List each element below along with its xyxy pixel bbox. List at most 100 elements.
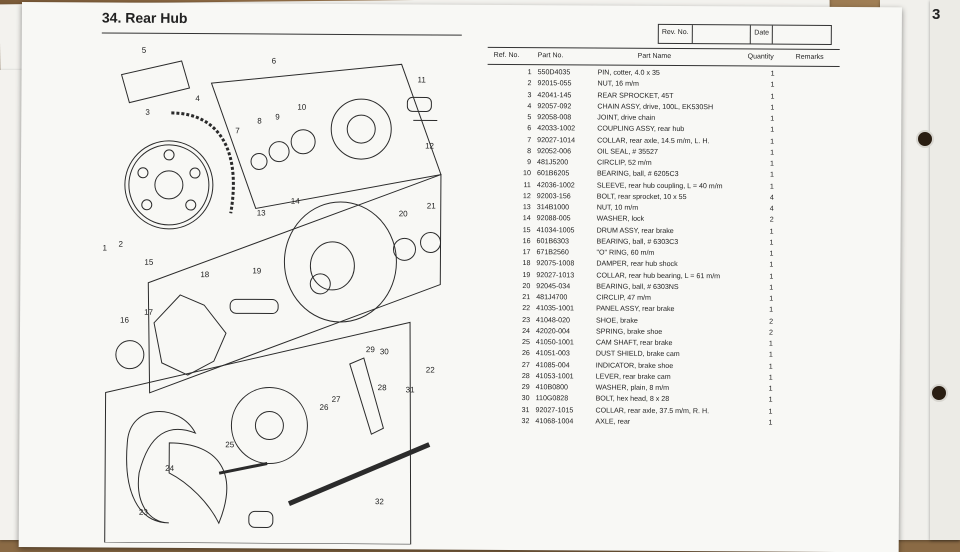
ref-cell: 10 [487,169,531,177]
part-no-cell: 92088-005 [537,214,571,222]
ref-cell: 28 [486,372,530,380]
ref-cell: 16 [487,237,531,245]
part-no-cell: 41048-020 [536,316,570,324]
callout-number: 5 [142,46,147,55]
part-name-cell: JOINT, drive chain [597,114,655,122]
callout-number: 27 [332,395,342,404]
rear-sprocket [125,141,214,230]
quantity-cell: 1 [756,272,786,280]
quantity-cell: 1 [758,69,788,77]
callout-number: 11 [418,75,427,84]
ref-cell: 22 [486,304,530,312]
part-name-cell: DAMPER, rear hub shock [596,260,677,268]
ref-cell: 11 [487,180,531,188]
part-name-cell: BOLT, hex head, 8 x 28 [596,395,670,403]
bearing-20 [393,238,415,260]
callout-number: 12 [425,141,435,150]
part-name-cell: REAR SPROCKET, 45T [597,91,673,99]
quantity-cell: 1 [756,339,786,347]
callout-number: 21 [427,201,437,210]
cam-shaft [219,463,267,473]
part-name-cell: CAM SHAFT, rear brake [596,339,673,347]
quantity-cell: 1 [756,373,786,381]
brake-drum [284,202,397,323]
rev-no-field [692,25,751,43]
sleeve [407,97,431,111]
ref-cell: 24 [486,327,530,335]
callout-number: 22 [426,365,436,374]
quantity-cell: 1 [756,396,786,404]
part-no-cell: 671B2560 [536,248,568,256]
part-no-cell: 601B6205 [537,169,569,177]
ref-cell: 7 [487,135,531,143]
quantity-cell: 1 [756,306,786,314]
ref-cell: 25 [486,338,530,346]
brake-lever [349,358,383,434]
joint-box [121,61,189,103]
callout-number: 2 [118,240,123,249]
callout-number: 7 [235,126,240,135]
ref-cell: 12 [487,192,531,200]
part-no-cell: 92027-1015 [535,406,573,414]
quantity-cell: 1 [757,238,787,246]
ref-cell: 26 [486,349,530,357]
part-no-cell: 41068-1004 [535,417,573,425]
quantity-cell: 1 [755,418,785,426]
part-no-cell: 41050-1001 [536,338,574,346]
callout-number: 10 [297,103,307,112]
part-no-cell: 92027-1013 [536,271,574,279]
ref-cell: 6 [487,124,531,132]
quantity-cell: 1 [757,159,787,167]
ref-cell: 4 [487,102,531,110]
callout-number: 30 [380,347,390,356]
part-no-cell: 41035-1001 [536,304,574,312]
part-name-cell: NUT, 10 m/m [597,204,638,212]
quantity-cell: 1 [756,294,786,302]
ref-cell: 18 [486,259,530,267]
callout-number: 20 [399,209,409,218]
col-ref: Ref. No. [494,52,520,59]
part-name-cell: BOLT, rear sprocket, 10 x 55 [597,192,687,201]
part-name-cell: SHOE, brake [596,316,638,324]
part-no-cell: 410B0800 [536,383,568,391]
shock-damper [154,295,226,375]
part-name-cell: OIL SEAL, # 35527 [597,147,658,155]
brake-shoe-right [169,443,227,523]
collar [230,299,278,313]
ref-cell: 5 [487,113,531,121]
callout-number: 4 [195,94,200,103]
callout-number: 32 [375,497,385,506]
part-name-cell: WASHER, plain, 8 m/m [596,384,670,392]
ref-cell: 15 [487,225,531,233]
callout-number: 3 [145,108,150,117]
brake-shoe-left [126,411,195,523]
ref-cell: 3 [487,90,531,98]
quantity-cell: 1 [757,81,787,89]
part-name-cell: COLLAR, rear axle, 14.5 m/m, L. H. [597,136,709,145]
part-name-cell: COLLAR, rear axle, 37.5 m/m, R. H. [595,406,709,415]
quantity-cell: 1 [756,283,786,291]
callout-number: 13 [257,208,267,217]
part-name-cell: SPRING, brake shoe [596,327,662,335]
callout-number: 31 [406,385,416,394]
callout-number: 25 [225,440,235,449]
ref-cell: 31 [485,405,529,413]
part-name-cell: PANEL ASSY, rear brake [596,305,674,313]
part-no-cell: 314B1000 [537,203,569,211]
part-name-cell: AXLE, rear [595,417,630,425]
callout-number: 9 [275,113,280,122]
ref-cell: 1 [488,68,532,76]
callout-number: 15 [144,258,154,267]
binder-hole [930,384,948,402]
part-name-cell: "O" RING, 60 m/m [596,249,654,257]
circlip-21 [420,232,440,252]
ref-cell: 30 [486,394,530,402]
part-no-cell: 550D4035 [538,68,571,76]
quantity-cell: 1 [757,103,787,111]
quantity-cell: 1 [757,126,787,134]
part-name-cell: BEARING, ball, # 6303NS [596,282,678,291]
ref-cell: 14 [487,214,531,222]
